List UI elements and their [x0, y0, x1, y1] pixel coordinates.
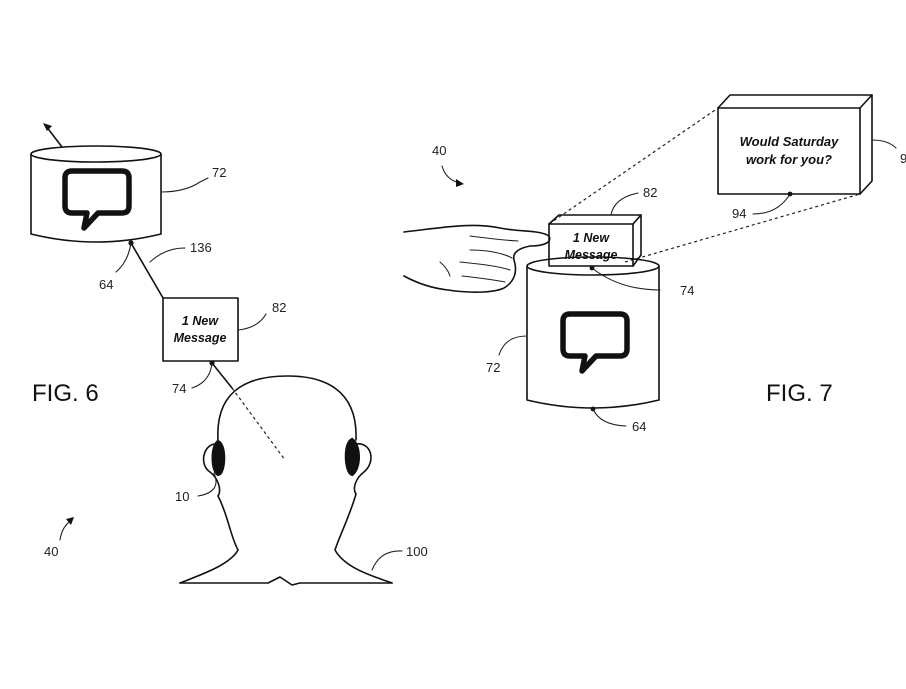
ref-40-arrow-icon	[59, 517, 74, 541]
figure-6-label: FIG. 6	[32, 380, 99, 407]
notification-box: 1 New Message	[162, 297, 239, 362]
figure-6: 72 136 64 1 New Message 82 74 FIG. 6	[30, 123, 428, 586]
ref-82: 82	[272, 300, 286, 315]
notification-7-line-2: Message	[565, 248, 618, 262]
notification-line-1: 1 New	[182, 314, 219, 328]
ref-94: 94	[732, 206, 746, 221]
expanded-message-line-1: Would Saturday	[740, 134, 839, 149]
ref-64-fig7: 64	[632, 419, 646, 434]
ref-40-fig7-arrow-icon	[441, 165, 464, 187]
ref-82-fig7: 82	[643, 185, 657, 200]
expanded-message-box: Would Saturday work for you?	[717, 94, 873, 195]
ref-136: 136	[190, 240, 212, 255]
ref-64: 64	[99, 277, 113, 292]
ref-cut-off: 9	[900, 151, 906, 166]
expanded-message-line-2: work for you?	[746, 152, 832, 167]
ref-72-fig7: 72	[486, 360, 500, 375]
ref-100: 100	[406, 544, 428, 559]
figure-7-label: FIG. 7	[766, 380, 833, 407]
arrow-icon	[43, 123, 63, 148]
wearable-device-cylinder	[30, 145, 162, 243]
speech-bubble-icon	[560, 311, 630, 374]
pointing-hand	[403, 224, 551, 293]
ref-40-fig7: 40	[432, 143, 446, 158]
ref-40: 40	[44, 544, 58, 559]
wearable-device-cylinder-fig7	[526, 256, 660, 409]
notification-7-line-1: 1 New	[573, 231, 610, 245]
ref-74: 74	[172, 381, 186, 396]
ref-74-fig7: 74	[680, 283, 694, 298]
head-outline	[179, 375, 393, 586]
figure-7: 40 Would Saturday work for you? 9 94	[403, 94, 906, 434]
ref-72: 72	[212, 165, 226, 180]
speech-bubble-icon	[62, 168, 132, 231]
notification-line-2: Message	[174, 331, 227, 345]
ref-10: 10	[175, 489, 189, 504]
